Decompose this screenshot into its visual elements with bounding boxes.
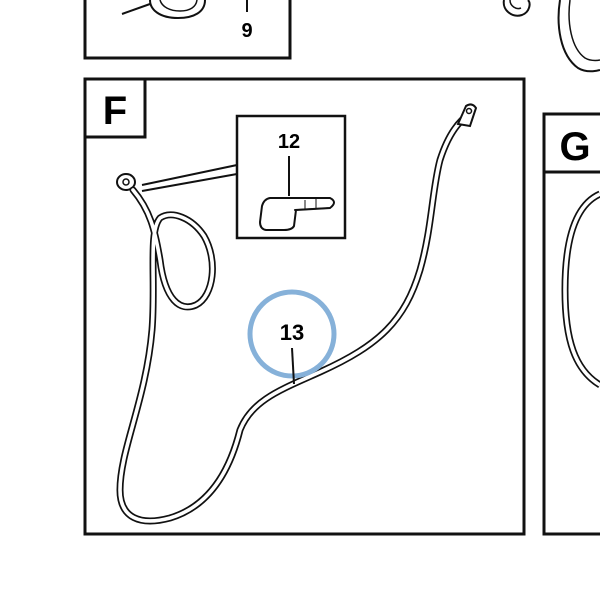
highlight-circle: [247, 289, 337, 379]
panel-letter-f: F: [103, 89, 127, 133]
panel-g: G: [542, 112, 600, 536]
panel-letter-g: G: [559, 125, 590, 169]
callout-9: 9: [241, 20, 252, 42]
panel-f: F 12: [83, 77, 526, 536]
battery-cable-icon: [116, 103, 478, 525]
panel-top-partial: 9: [83, 0, 292, 60]
callout-13: 13: [280, 320, 304, 345]
clamp-icon: [121, 0, 206, 20]
callout-12: 12: [278, 131, 300, 153]
connector-inset: 12: [141, 114, 347, 240]
coiled-cable-partial: [502, 0, 600, 73]
callout-13-group[interactable]: 13: [247, 289, 337, 385]
boot-connector-icon: [258, 197, 335, 231]
